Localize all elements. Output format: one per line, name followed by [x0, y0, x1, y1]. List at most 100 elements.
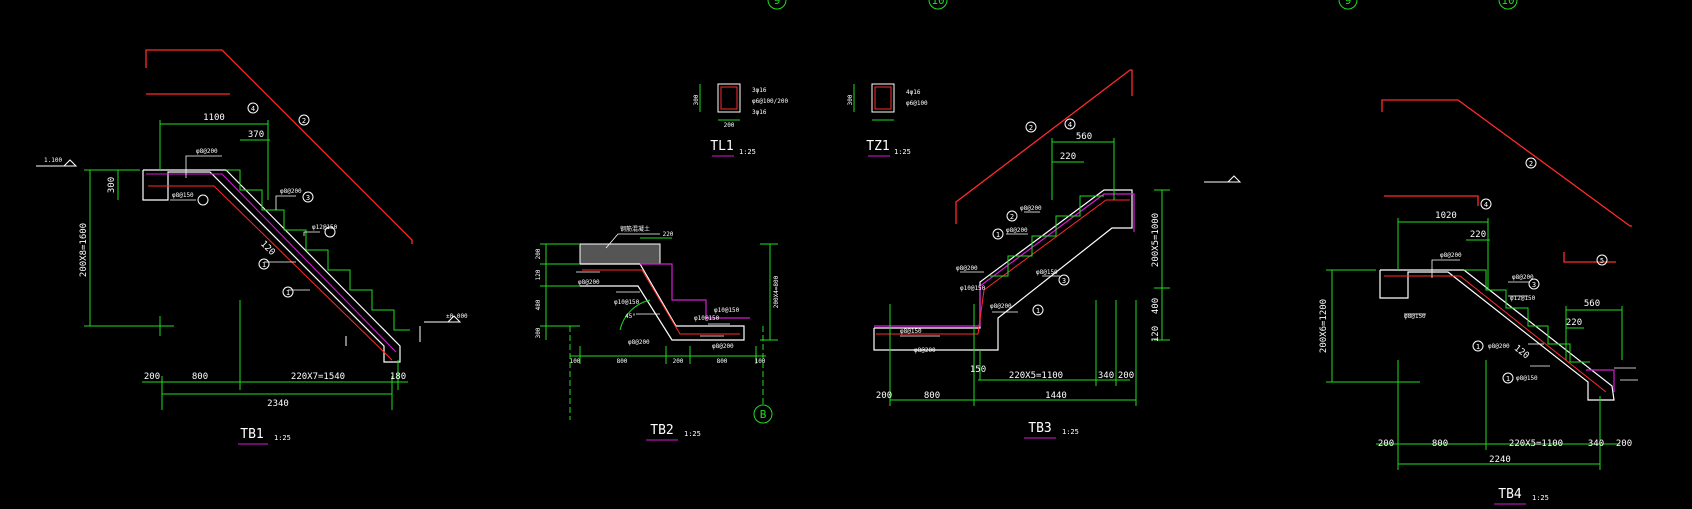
tb1-bubble-5 — [324, 226, 336, 238]
tl1-section[interactable]: 300 200 3φ16 φ6@100/200 3φ16 TL1 1:25 — [693, 83, 789, 157]
tb4-bubble-1b — [1502, 372, 1514, 384]
tb1-bubble-2 — [298, 114, 310, 126]
tb3-bubble-1b-text: 1 — [1036, 307, 1040, 315]
tz1-section-box — [871, 83, 895, 113]
tb3-label-3: φ8@150 — [1036, 269, 1058, 276]
tz1-note-2: φ6@100 — [906, 100, 928, 107]
tb3-section[interactable]: 2 4 2 1 3 1 φ8@200 φ8@200 φ8@150 φ8@200 … — [873, 69, 1242, 439]
tb3-top-dim: 560 — [1076, 132, 1092, 142]
tb1-height-dim: 200X8=1600 — [79, 223, 89, 277]
tz1-title: TZ1 — [866, 139, 889, 154]
tb2-bot-dim-3: 200 — [673, 358, 684, 365]
tb2-h-dim-3: 480 — [535, 299, 542, 310]
tb1-rebar-label-1: φ8@200 — [196, 148, 218, 155]
tb3-bubble-1b — [1032, 304, 1044, 316]
tb4-label-2: φ8@150 — [1404, 313, 1426, 320]
tb4-height-dim: 200X6=1200 — [1319, 299, 1329, 353]
tb3-leaders — [900, 211, 1060, 351]
tb3-level-mark — [1204, 175, 1242, 183]
tb3-bubble-4-text: 4 — [1068, 121, 1072, 129]
tb1-top-dim: 1100 — [203, 113, 225, 123]
tb1-dimension-lines — [84, 120, 408, 410]
tb3-label-1: φ8@200 — [1020, 205, 1042, 212]
axis-label-9a: 9 — [774, 0, 781, 7]
tb3-bot-dim-3: 220X5=1100 — [1009, 371, 1063, 381]
tb3-bubble-2b-text: 2 — [1010, 213, 1014, 221]
tb2-label-1: 钢筋混凝土 — [620, 225, 650, 233]
tb1-top-dim2: 370 — [248, 130, 264, 140]
tl1-stirrup — [720, 86, 738, 110]
tb2-rebar — [582, 269, 740, 335]
tb3-bubble-2a — [1025, 121, 1037, 133]
tb4-bubble-5 — [1596, 254, 1608, 266]
tb4-dims — [1326, 218, 1623, 470]
tb3-label-2: φ8@200 — [1006, 227, 1028, 234]
tb4-bot-dim-1: 200 — [1378, 439, 1394, 449]
tb4-section[interactable]: 2 4 5 3 1 1 φ8@200 φ8@150 φ8@200 φ12@150… — [1319, 99, 1638, 505]
tb3-label-7: φ8@200 — [914, 347, 936, 354]
tb2-bot-dim-5: 100 — [755, 358, 766, 365]
tb2-h-dim-1: 200 — [535, 248, 542, 259]
tb1-stair-outline — [142, 169, 401, 363]
tb1-total-dim: 2340 — [267, 399, 289, 409]
tb4-rebar-shape-right — [1563, 252, 1616, 263]
tb2-bot-dim-2: 800 — [617, 358, 628, 365]
tb3-bubble-3-text: 3 — [1062, 277, 1066, 285]
tz1-section[interactable]: 300 4φ16 φ6@100 TZ1 1:25 — [847, 83, 928, 157]
tb2-label-6: φ8@200 — [712, 343, 734, 350]
tb1-bubble-3-text: 3 — [306, 194, 310, 202]
tb1-rebar-label-4: φ12@150 — [312, 224, 338, 231]
tb1-slab-rebar — [146, 173, 397, 353]
tb4-outline — [1379, 269, 1615, 401]
tb4-bubble-1a — [1472, 340, 1484, 352]
axis-bubble-9b — [1338, 0, 1358, 10]
axis-bubble-10b — [1498, 0, 1518, 10]
tb4-bubble-3 — [1528, 278, 1540, 290]
tb4-bubble-3-text: 3 — [1532, 281, 1536, 289]
tb3-bot-dim-2: 800 — [924, 391, 940, 401]
tb3-title: TB3 — [1028, 421, 1051, 436]
tb4-bot-dim-2: 800 — [1432, 439, 1448, 449]
tb4-label-3: φ8@200 — [1512, 274, 1534, 281]
tb2-label-5: φ10@150 — [714, 307, 740, 314]
tb1-bubble-1a — [258, 258, 270, 270]
tb4-slope-dim: 120 — [1512, 343, 1531, 361]
tb3-right-h-1: 200X5=1000 — [1151, 213, 1161, 267]
tl1-dims — [699, 84, 740, 121]
tb1-slab-rebar-2 — [148, 185, 393, 361]
tb2-bot-dim-4: 800 — [717, 358, 728, 365]
tb1-level-text: 1.100 — [44, 157, 62, 164]
tb2-outline — [580, 263, 745, 341]
tb2-angle: 45° — [625, 313, 636, 320]
tb2-section[interactable]: 200 120 480 300 200X4=800 220 45° 钢筋混凝土 … — [535, 225, 780, 441]
tb4-right-dim2: 220 — [1566, 318, 1582, 328]
tb3-label-8: φ10@150 — [960, 285, 986, 292]
tb1-section[interactable]: 1.100 ±0.000 4 2 3 1 1 φ8@ — [36, 49, 468, 445]
tb4-bubble-2 — [1525, 157, 1537, 169]
tb4-bubble-1b-text: 1 — [1506, 375, 1510, 383]
tb1-bot-dim-1: 200 — [144, 372, 160, 382]
tb3-bot-dim-4: 340 — [1098, 371, 1114, 381]
tb4-bubble-5-text: 5 — [1600, 257, 1604, 265]
tb4-label-5: φ8@200 — [1488, 343, 1510, 350]
tb2-title: TB2 — [650, 423, 673, 438]
tb3-rebar-shape — [955, 69, 1133, 224]
tb3-top-dim2: 220 — [1060, 152, 1076, 162]
tb1-leaders — [170, 155, 320, 291]
tb3-bubble-1a-text: 1 — [996, 231, 1000, 239]
axis-bubble-10a — [928, 0, 948, 10]
tb3-bubble-2a-text: 2 — [1029, 124, 1033, 132]
tb1-top-height: 300 — [107, 177, 117, 193]
tb1-bubble-3 — [302, 191, 314, 203]
tb1-bubble-2-text: 2 — [302, 117, 306, 125]
tb4-rebar — [1384, 275, 1607, 393]
tb3-bubble-4 — [1064, 118, 1076, 130]
tb1-bubble-2b — [197, 194, 209, 206]
tb4-bubble-2-text: 2 — [1529, 160, 1533, 168]
tb3-bot-dim-5: 200 — [1118, 371, 1134, 381]
tb4-bubble-4 — [1480, 198, 1492, 210]
tb2-bot-dim-1: 100 — [570, 358, 581, 365]
tb1-title: TB1 — [240, 427, 263, 442]
tl1-width: 200 — [724, 122, 735, 129]
